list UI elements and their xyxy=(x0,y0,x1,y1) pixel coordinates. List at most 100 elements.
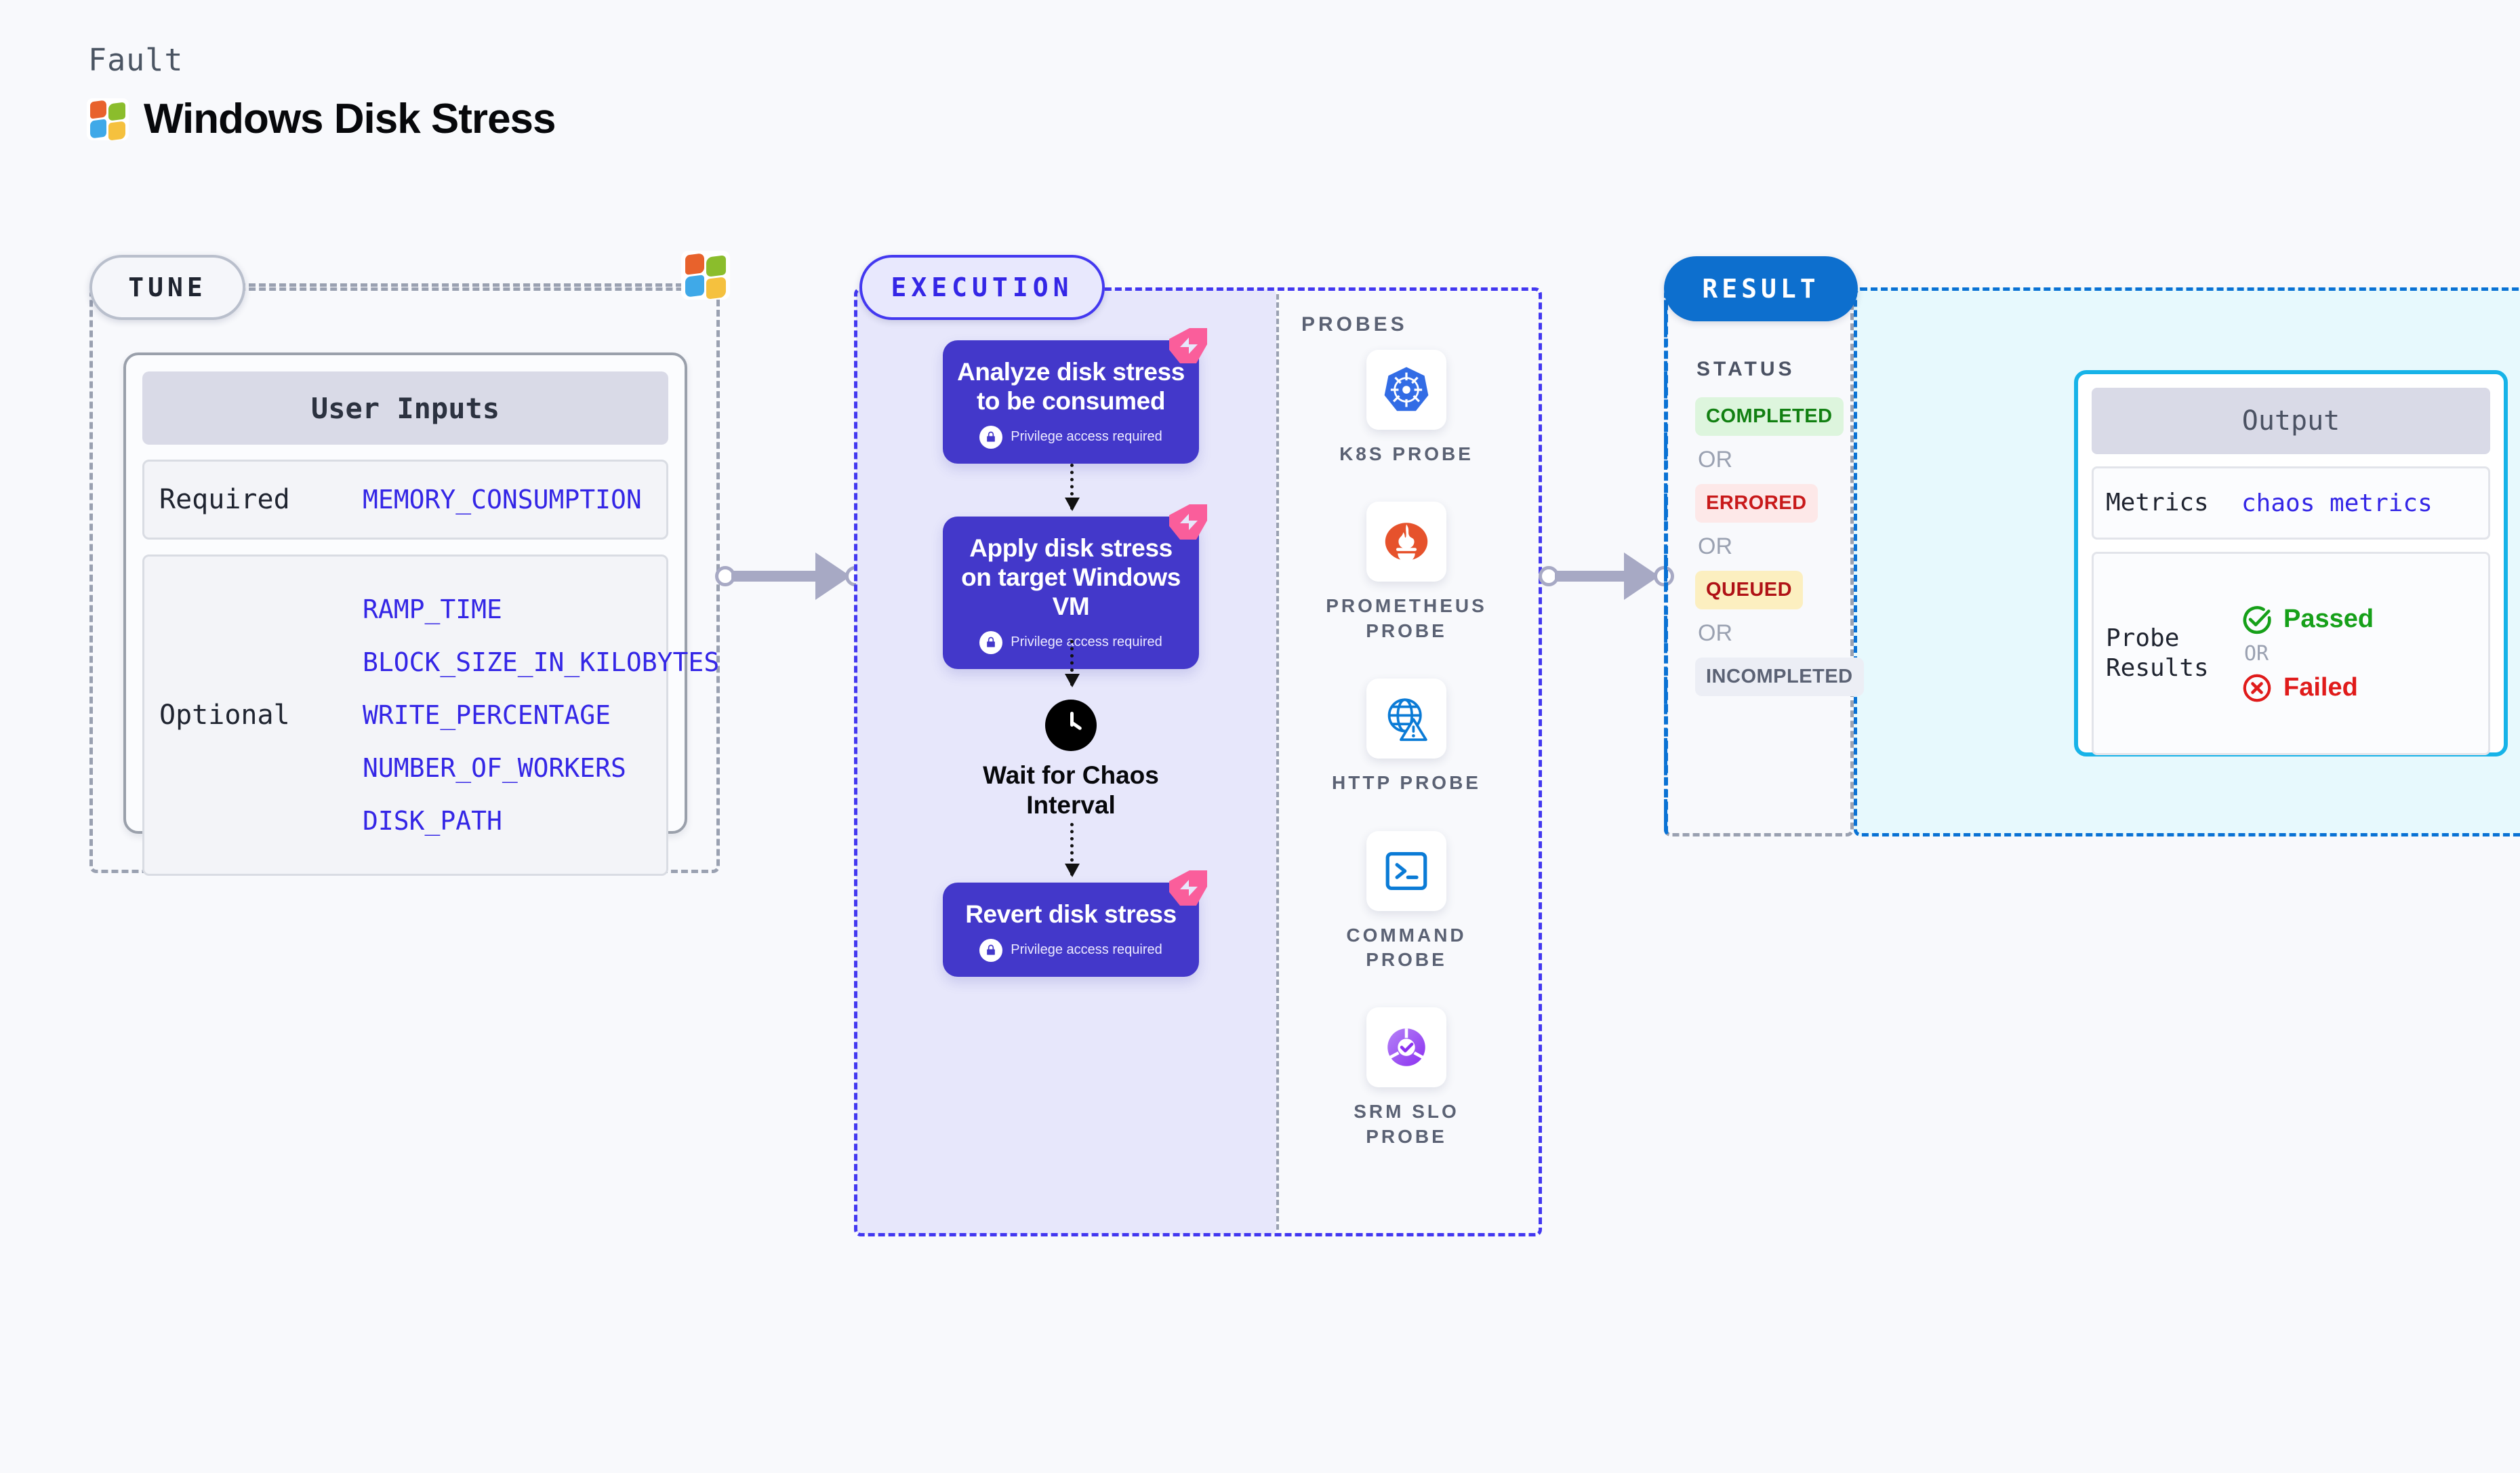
user-inputs-card: User Inputs Required MEMORY_CONSUMPTION … xyxy=(123,352,719,876)
tune-row-label: Required xyxy=(159,484,290,515)
output-row-metrics: Metrics chaos metrics xyxy=(2092,466,2490,540)
status-badge-errored: ERRORED xyxy=(1695,484,1818,523)
status-or: OR xyxy=(1698,447,1732,472)
connector-shaft xyxy=(731,571,833,582)
tune-row-values: MEMORY_CONSUMPTION xyxy=(363,485,642,514)
execution-section: EXECUTION PROBES Analyze disk stress to … xyxy=(854,255,1542,1236)
fault-badge-icon xyxy=(1169,504,1207,540)
param-number-of-workers[interactable]: NUMBER_OF_WORKERS xyxy=(363,753,626,783)
flow-connector xyxy=(1065,464,1080,511)
probe-label: K8S PROBE xyxy=(1339,443,1474,464)
fault-badge-icon xyxy=(1169,870,1207,906)
node-privilege-text: Privilege access required xyxy=(1011,429,1162,445)
probe-result-or: OR xyxy=(2244,641,2269,666)
fault-badge-icon xyxy=(1169,328,1207,363)
flow-connector xyxy=(1065,640,1080,687)
connector-shaft xyxy=(1555,571,1642,582)
probe-label: SRM SLO PROBE xyxy=(1354,1101,1459,1147)
execution-node-revert[interactable]: Revert disk stress Privilege access requ… xyxy=(943,870,1207,977)
param-memory-consumption[interactable]: MEMORY_CONSUMPTION xyxy=(363,485,642,514)
connector-arrowhead xyxy=(1624,552,1659,600)
execution-probes-divider xyxy=(1276,294,1279,1230)
tune-badge[interactable]: TUNE xyxy=(89,255,245,320)
flow-connector xyxy=(1065,823,1080,877)
probe-label: PROMETHEUS PROBE xyxy=(1326,595,1487,641)
page-title: Windows Disk Stress xyxy=(144,96,556,142)
output-probe-results-values: Passed OR Failed xyxy=(2241,604,2374,704)
output-probe-results-key: Probe Results xyxy=(2106,624,2209,682)
status-list: COMPLETED OR ERRORED OR QUEUED OR INCOMP… xyxy=(1695,397,1864,696)
lock-icon xyxy=(979,938,1003,962)
x-circle-icon xyxy=(2243,674,2271,702)
page-title-row: Windows Disk Stress xyxy=(87,95,556,143)
probe-srm-slo[interactable]: SRM SLO PROBE xyxy=(1288,1007,1525,1149)
execution-node-wait: Wait for Chaos Interval xyxy=(943,700,1199,820)
http-globe-warning-icon xyxy=(1366,679,1446,759)
probe-result-passed: Passed xyxy=(2241,604,2374,635)
probe-http[interactable]: HTTP PROBE xyxy=(1288,679,1525,795)
user-inputs-title: User Inputs xyxy=(142,371,668,445)
lock-icon xyxy=(979,425,1003,449)
failed-label: Failed xyxy=(2283,673,2358,702)
probe-result-failed: Failed xyxy=(2241,672,2374,704)
output-metrics-value[interactable]: chaos metrics xyxy=(2241,489,2433,517)
output-section: Output Metrics chaos metrics Probe Resul… xyxy=(1854,287,2520,836)
node-privilege: Privilege access required xyxy=(955,425,1187,449)
output-card: Output Metrics chaos metrics Probe Resul… xyxy=(2074,370,2508,756)
node-title: Apply disk stress on target Windows VM xyxy=(961,534,1181,620)
tune-row-label: Optional xyxy=(159,700,290,731)
node-privilege-text: Privilege access required xyxy=(1011,942,1162,958)
status-badge-completed: COMPLETED xyxy=(1695,397,1844,436)
status-badge-queued: QUEUED xyxy=(1695,571,1804,609)
probe-k8s[interactable]: K8S PROBE xyxy=(1288,350,1525,466)
tune-row-optional: Optional RAMP_TIME BLOCK_SIZE_IN_KILOBYT… xyxy=(142,554,719,876)
windows-logo-icon xyxy=(681,251,730,300)
param-write-percentage[interactable]: WRITE_PERCENTAGE xyxy=(363,700,611,730)
windows-logo-icon xyxy=(87,98,129,141)
connector-execution-to-result xyxy=(1539,552,1674,600)
srm-slo-icon xyxy=(1366,1007,1446,1088)
page-eyebrow: Fault xyxy=(88,42,184,78)
terminal-icon xyxy=(1366,830,1446,911)
prometheus-icon xyxy=(1366,502,1446,582)
param-disk-path[interactable]: DISK_PATH xyxy=(363,806,502,836)
output-title: Output xyxy=(2092,388,2490,454)
result-section: RESULT STATUS COMPLETED OR ERRORED OR QU… xyxy=(1664,256,1864,836)
clock-icon xyxy=(1045,700,1097,751)
node-title: Analyze disk stress to be consumed xyxy=(957,358,1185,415)
execution-node-apply[interactable]: Apply disk stress on target Windows VM P… xyxy=(943,504,1207,669)
result-badge[interactable]: RESULT xyxy=(1664,256,1858,321)
execution-node-analyze[interactable]: Analyze disk stress to be consumed Privi… xyxy=(943,328,1207,464)
probes-list: K8S PROBE PROMETHEUS PROBE xyxy=(1288,350,1525,1184)
node-privilege: Privilege access required xyxy=(955,938,1187,962)
probe-label: COMMAND PROBE xyxy=(1346,924,1467,970)
tune-connector-line xyxy=(157,283,693,287)
connector-tune-to-execution xyxy=(715,552,866,600)
wait-label: Wait for Chaos Interval xyxy=(983,761,1159,819)
node-privilege: Privilege access required xyxy=(955,630,1187,654)
param-block-size-in-kilobytes[interactable]: BLOCK_SIZE_IN_KILOBYTES xyxy=(363,647,720,677)
probe-command[interactable]: COMMAND PROBE xyxy=(1288,830,1525,973)
execution-section-border xyxy=(854,287,1542,1236)
node-title: Revert disk stress xyxy=(965,900,1177,928)
tune-row-required: Required MEMORY_CONSUMPTION xyxy=(142,460,668,540)
check-circle-icon xyxy=(2243,605,2271,634)
execution-badge[interactable]: EXECUTION xyxy=(859,255,1105,320)
status-badge-incompleted: INCOMPLETED xyxy=(1695,658,1864,696)
probe-label: HTTP PROBE xyxy=(1332,772,1481,794)
status-label: STATUS xyxy=(1696,358,1795,380)
output-row-probe-results: Probe Results Passed OR xyxy=(2092,552,2490,755)
probes-label: PROBES xyxy=(1301,313,1408,336)
probe-prometheus[interactable]: PROMETHEUS PROBE xyxy=(1288,502,1525,643)
param-ramp-time[interactable]: RAMP_TIME xyxy=(363,594,502,624)
status-or: OR xyxy=(1698,533,1732,559)
tune-section: TUNE User Inputs Required MEMORY_CONSUMP… xyxy=(89,255,720,876)
connector-arrowhead xyxy=(815,552,851,600)
lock-icon xyxy=(979,630,1003,654)
tune-row-values: RAMP_TIME BLOCK_SIZE_IN_KILOBYTES WRITE_… xyxy=(363,594,719,836)
output-metrics-key: Metrics xyxy=(2106,489,2209,517)
kubernetes-icon xyxy=(1366,350,1446,430)
status-or: OR xyxy=(1698,620,1732,646)
node-privilege-text: Privilege access required xyxy=(1011,634,1162,650)
